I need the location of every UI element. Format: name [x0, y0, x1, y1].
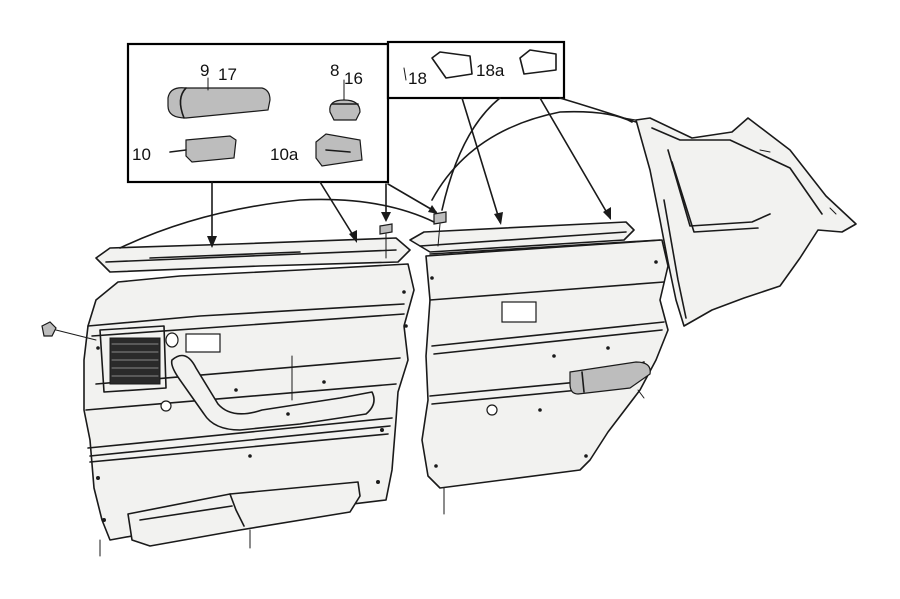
- label-16: 16: [344, 69, 363, 88]
- label-8: 8: [330, 61, 339, 80]
- label-9: 9: [200, 61, 209, 80]
- clip-part-front: [379, 223, 393, 259]
- rear-door-trim-panel: [409, 221, 669, 515]
- rear-quarter-trim-panel: [623, 117, 857, 327]
- label-10: 10: [132, 145, 151, 164]
- label-17: 17: [218, 65, 237, 84]
- callout-arrows: [207, 97, 637, 248]
- front-door-trim-panel: [83, 237, 415, 557]
- label-18: 18: [408, 69, 427, 88]
- label-10a: 10a: [270, 145, 299, 164]
- callout-box-strips-clips: 9 17 8 16 10 10a: [126, 42, 390, 184]
- label-18a: 18a: [476, 61, 505, 80]
- rear-rail-sweep-arc: [431, 110, 633, 201]
- callout-box-handles: 18 18a: [386, 40, 566, 100]
- nut-part-left: [41, 321, 97, 341]
- clip-part-rear: [433, 211, 447, 247]
- front-rail-sweep-arc: [119, 198, 435, 249]
